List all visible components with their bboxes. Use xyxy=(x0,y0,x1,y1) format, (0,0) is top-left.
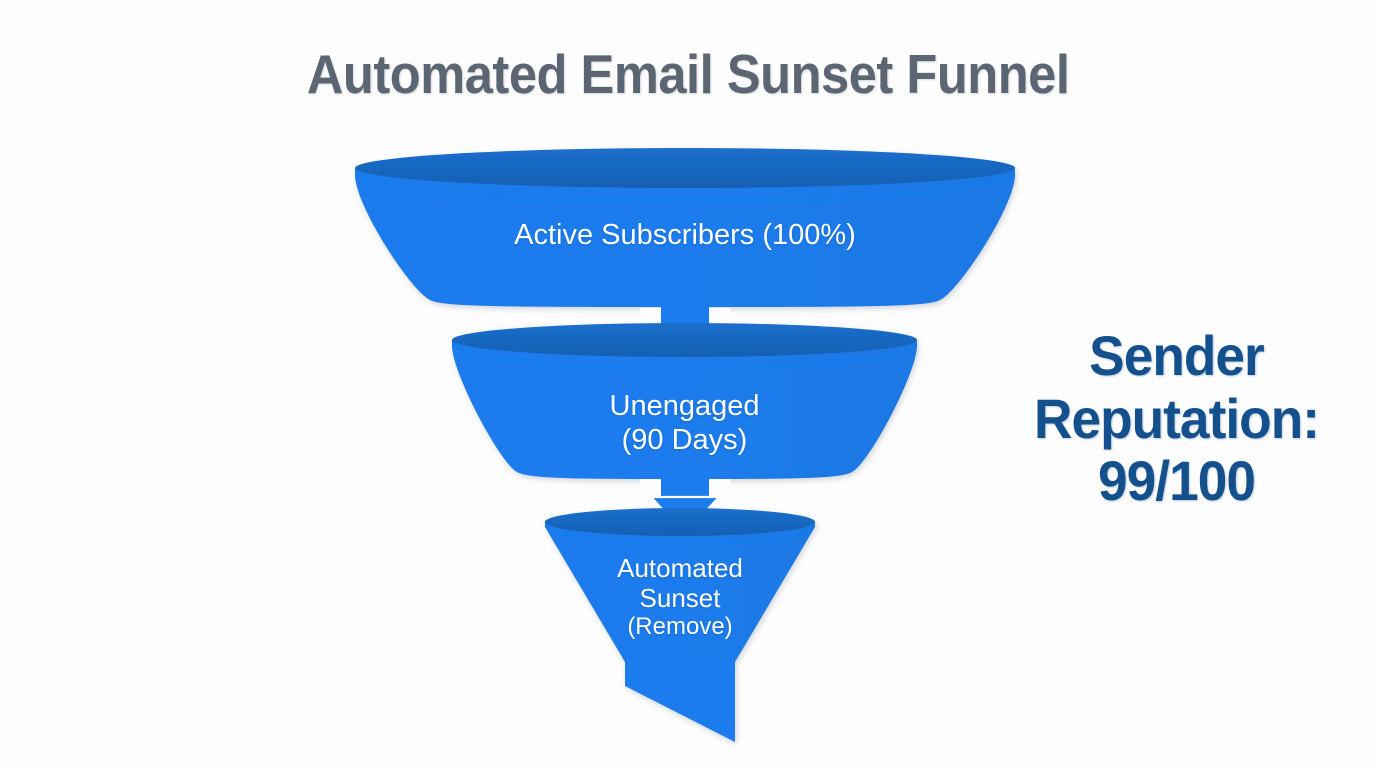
page-title: Automated Email Sunset Funnel xyxy=(306,43,1070,105)
funnel-connector-1 xyxy=(640,298,730,367)
sender-reputation-line2: Reputation: xyxy=(1033,386,1320,450)
funnel-stage-3-line2: Sunset xyxy=(639,583,721,614)
funnel-stage-3-line1: Automated xyxy=(617,553,743,583)
funnel-stage-2-label: Unengaged (90 Days) xyxy=(452,390,917,457)
funnel-stage-1-label: Active Subscribers (100%) xyxy=(355,219,1015,253)
funnel-stage-3-line3: (Remove) xyxy=(627,613,733,641)
funnel-stage-2-line2: (90 Days) xyxy=(621,423,748,456)
funnel-stage-2-line1: Unengaged xyxy=(609,390,760,422)
funnel-stage-3-label: Automated Sunset (Remove) xyxy=(545,553,815,641)
sender-reputation-callout: Sender Reputation: 99/100 xyxy=(987,324,1367,513)
funnel-connector-2 xyxy=(640,470,730,536)
sender-reputation-line1: Sender xyxy=(1089,324,1265,387)
funnel-stage-1-line1: Active Subscribers (100%) xyxy=(514,219,856,251)
sender-reputation-value: 99/100 xyxy=(1097,449,1256,513)
